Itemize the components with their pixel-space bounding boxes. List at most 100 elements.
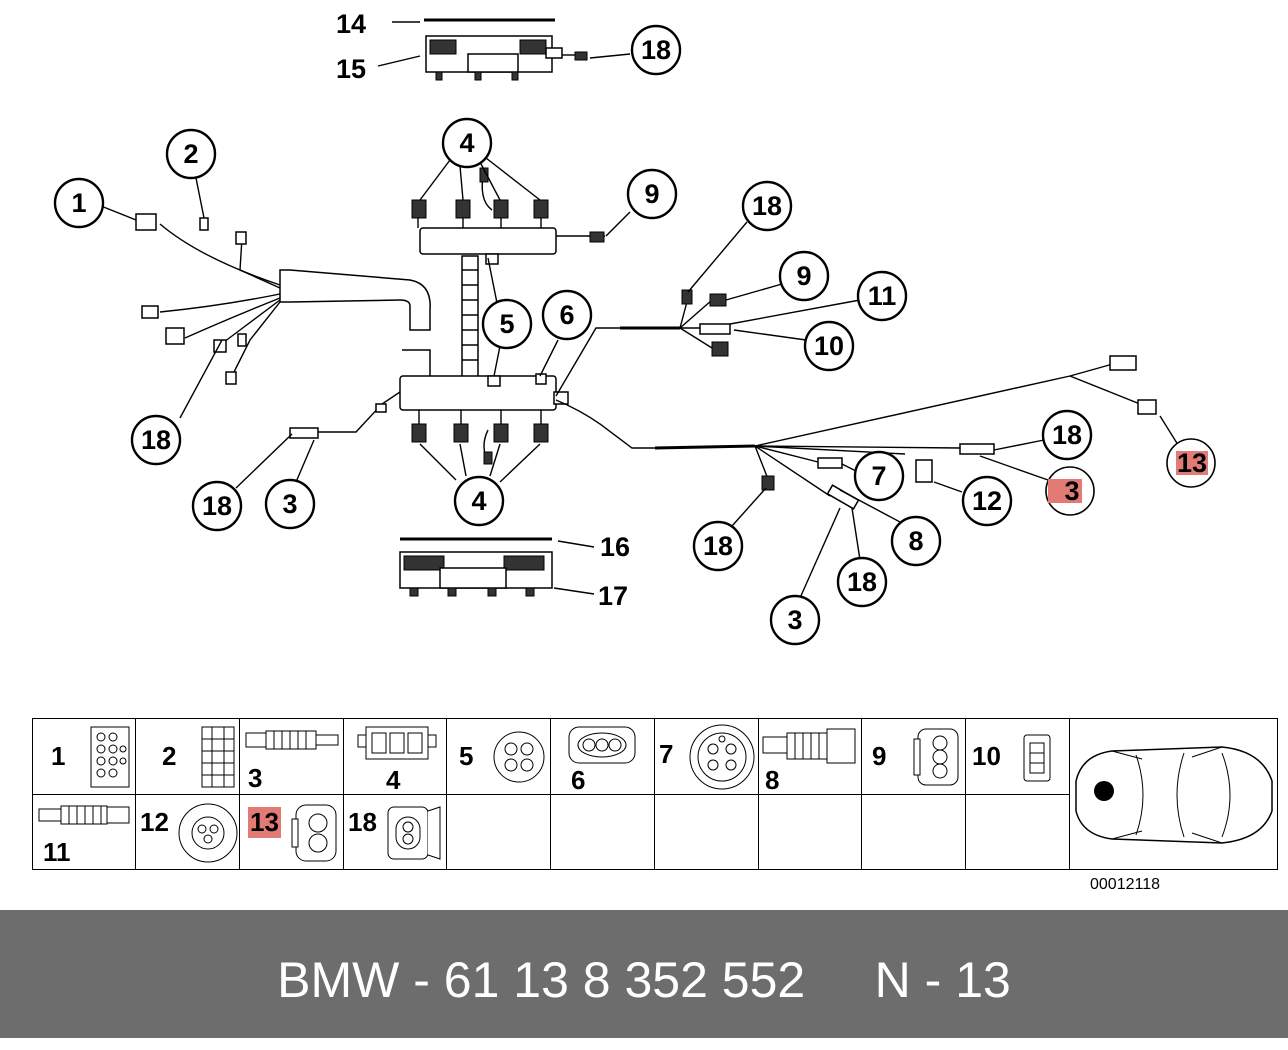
callout-3-bottom: 3: [769, 594, 821, 646]
part-number-text: BMW - 61 13 8 352 552 N - 13: [277, 952, 1011, 1008]
callout-9-b: 9: [778, 250, 830, 302]
legend-num-18: 18: [348, 807, 377, 837]
legend-cell-8: 8: [758, 718, 862, 795]
harness-lower-rail: [399, 373, 569, 465]
harness-upper-rail: [411, 167, 605, 255]
callout-6: 6: [541, 289, 593, 341]
legend-num-1: 1: [51, 741, 66, 771]
svg-text:12: 12: [972, 486, 1002, 516]
connector-5-icon: [493, 731, 545, 783]
legend-cell-18: 18: [343, 794, 447, 870]
connector-4-icon: [357, 726, 437, 760]
leader-lines: [100, 157, 1181, 599]
svg-text:3: 3: [282, 489, 297, 519]
callout-13-highlight: 13: [1166, 438, 1216, 488]
callout-11: 11: [856, 270, 908, 322]
callout-3-highlight: 3: [1045, 466, 1095, 516]
svg-text:4: 4: [471, 486, 486, 516]
label-15: 15: [336, 54, 366, 84]
harness-vertical-tube: [461, 253, 499, 385]
legend-cell-3: 3: [239, 718, 344, 795]
wiring-harness-diagram: 14 15 16 17 18 2 1 4 9 18 9 11 10 5 6 18…: [53, 9, 1216, 646]
svg-text:18: 18: [202, 491, 232, 521]
svg-text:18: 18: [641, 35, 671, 65]
callout-12: 12: [961, 475, 1013, 527]
connector-12-icon: [178, 803, 238, 863]
connector-1-icon: [90, 726, 130, 788]
callout-5: 5: [481, 298, 533, 350]
svg-text:16: 16: [600, 532, 630, 562]
car-location-icon: [1075, 746, 1273, 844]
callout-18-c: 18: [692, 520, 744, 572]
svg-text:1: 1: [71, 188, 86, 218]
svg-text:2: 2: [183, 139, 198, 169]
svg-text:5: 5: [499, 309, 514, 339]
legend-cell-empty-2: [550, 794, 655, 870]
top-relay-module: [377, 18, 631, 81]
legend-cell-2: 2: [135, 718, 240, 795]
part-number-footer: BMW - 61 13 8 352 552 N - 13: [0, 910, 1288, 1038]
svg-text:18: 18: [1052, 420, 1082, 450]
connector-18-icon: [387, 806, 441, 860]
legend-cell-empty-1: [446, 794, 551, 870]
legend-cell-empty-4: [758, 794, 862, 870]
callout-18-left: 18: [130, 414, 182, 466]
callout-10: 10: [803, 320, 855, 372]
legend-num-4: 4: [386, 765, 401, 795]
document-number: 00012118: [1090, 876, 1160, 893]
connector-9-icon: [913, 728, 959, 786]
legend-num-8: 8: [765, 765, 780, 795]
connector-7-icon: [689, 724, 755, 790]
callout-2: 2: [165, 128, 217, 180]
bottom-relay-module: [399, 537, 553, 597]
label-17: 17: [598, 581, 628, 611]
legend-num-7: 7: [659, 739, 674, 769]
connector-13-icon: [291, 804, 337, 862]
legend-cell-empty-6: [965, 794, 1070, 870]
legend-cell-car: [1069, 718, 1278, 870]
legend-num-5: 5: [459, 741, 474, 771]
svg-text:6: 6: [559, 300, 574, 330]
callout-7: 7: [853, 450, 905, 502]
legend-cell-1: 1: [32, 718, 136, 795]
label-16: 16: [600, 532, 630, 562]
svg-text:15: 15: [336, 54, 366, 84]
svg-text:17: 17: [598, 581, 628, 611]
callout-4-top: 4: [441, 117, 493, 169]
legend-num-12: 12: [140, 807, 169, 837]
legend-cell-empty-3: [654, 794, 759, 870]
svg-text:9: 9: [796, 261, 811, 291]
svg-text:18: 18: [847, 567, 877, 597]
legend-cell-6: 6: [550, 718, 655, 795]
connector-2-icon: [201, 726, 235, 788]
connector-6-icon: [568, 726, 636, 764]
svg-text:3: 3: [1064, 476, 1079, 506]
svg-text:18: 18: [752, 191, 782, 221]
legend-cell-5: 5: [446, 718, 551, 795]
svg-text:13: 13: [1177, 448, 1207, 478]
legend-num-2: 2: [162, 741, 177, 771]
connector-legend-table: 1 2 3 4 5 6 7 8 9 10 11: [32, 718, 1278, 870]
legend-cell-4: 4: [343, 718, 447, 795]
svg-text:11: 11: [868, 281, 897, 311]
legend-cell-12: 12: [135, 794, 240, 870]
legend-cell-9: 9: [861, 718, 966, 795]
legend-num-9: 9: [872, 741, 887, 771]
svg-text:8: 8: [908, 526, 923, 556]
callout-18-d: 18: [836, 556, 888, 608]
lower-left-branch: [289, 391, 401, 439]
callout-18-a: 18: [741, 180, 793, 232]
callout-4-bottom: 4: [453, 475, 505, 527]
legend-num-3: 3: [248, 763, 263, 793]
svg-text:14: 14: [336, 9, 366, 39]
label-14: 14: [336, 9, 366, 39]
connector-10-icon: [1023, 734, 1051, 782]
callout-18-e: 18: [191, 480, 243, 532]
legend-cell-10: 10: [965, 718, 1070, 795]
svg-text:10: 10: [814, 331, 844, 361]
svg-text:18: 18: [703, 531, 733, 561]
connector-11-icon: [38, 805, 130, 825]
svg-text:7: 7: [871, 461, 886, 491]
legend-num-6: 6: [571, 765, 586, 795]
svg-text:9: 9: [644, 179, 659, 209]
